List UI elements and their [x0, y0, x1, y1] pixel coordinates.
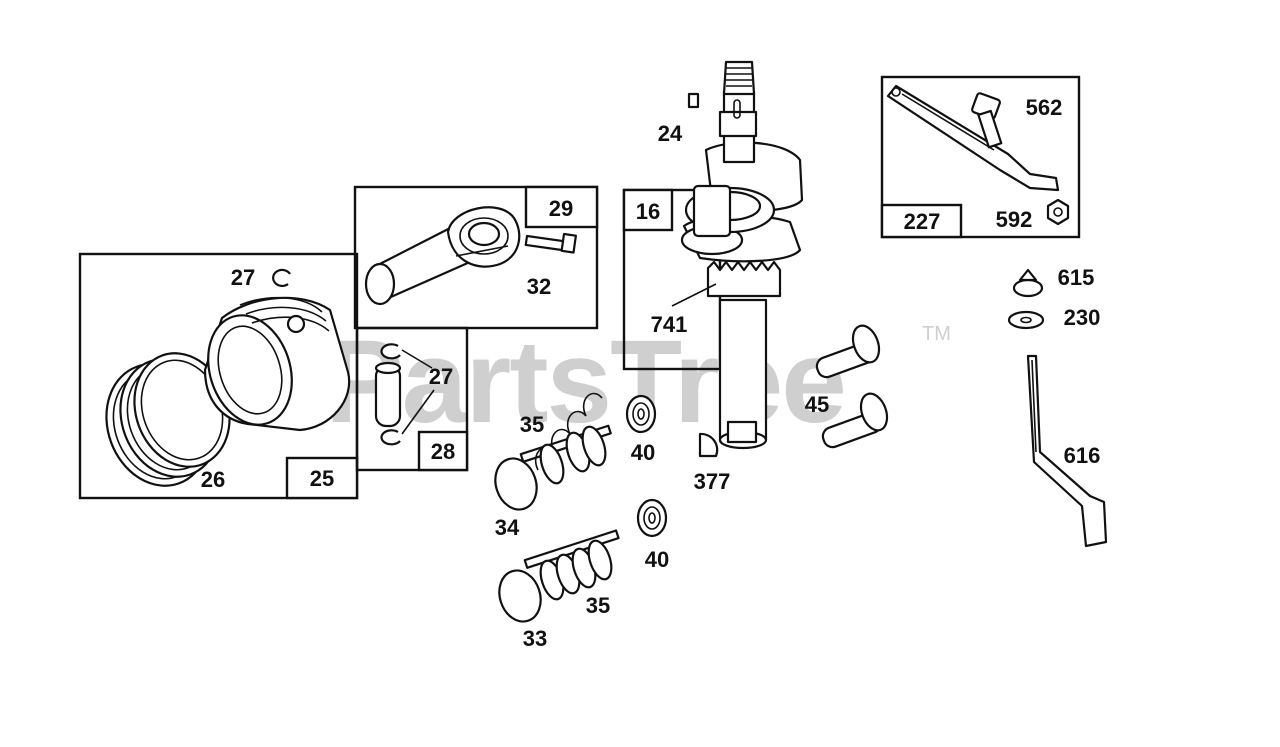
box-25-tag [285, 456, 359, 500]
box-227-label[interactable]: 227 [904, 209, 941, 234]
box-227-frame [880, 75, 1081, 239]
governor-lever-group[interactable]: 227 562 592 [880, 75, 1081, 239]
valve-spring-upper-part[interactable] [534, 392, 610, 486]
box-25-label[interactable]: 25 [310, 466, 334, 491]
piston-part[interactable] [195, 296, 351, 436]
callout-24[interactable]: 24 [658, 121, 683, 146]
lever-nut-part[interactable] [1046, 198, 1070, 226]
crankshaft-part[interactable] [680, 60, 804, 450]
snap-ring-part[interactable] [272, 268, 291, 287]
box-28-tag [417, 430, 469, 472]
callout-34[interactable]: 34 [495, 515, 520, 540]
pin-clip-upper-part[interactable] [380, 343, 401, 360]
tappet-lower-part[interactable] [820, 390, 891, 450]
box-29-tag [524, 185, 599, 229]
watermark-trademark: TM [922, 323, 951, 345]
pin-clip-lower-part[interactable] [380, 429, 401, 446]
callout-616[interactable]: 616 [1064, 443, 1101, 468]
callout-26[interactable]: 26 [201, 467, 225, 492]
callout-40-upper[interactable]: 40 [631, 440, 655, 465]
valve-spring-lower-part[interactable] [536, 538, 615, 602]
piston-pin-group[interactable]: 28 27 [355, 326, 469, 472]
callout-35-upper[interactable]: 35 [520, 412, 544, 437]
callout-741[interactable]: 741 [651, 312, 688, 337]
crankshaft-group[interactable]: 16 741 [622, 60, 804, 450]
callout-33[interactable]: 33 [523, 626, 547, 651]
governor-gear-part[interactable] [1012, 268, 1044, 298]
callout-27-top[interactable]: 27 [231, 265, 255, 290]
crank-key-part[interactable] [687, 92, 700, 109]
connecting-rod-group[interactable]: 29 32 [353, 185, 599, 330]
tappet-upper-part[interactable] [814, 322, 883, 380]
callout-562[interactable]: 562 [1026, 95, 1063, 120]
callout-27-pin[interactable]: 27 [429, 364, 453, 389]
callout-32[interactable]: 32 [527, 274, 551, 299]
washer-part[interactable] [1007, 310, 1045, 330]
box-16-label[interactable]: 16 [636, 199, 660, 224]
box-28-label[interactable]: 28 [431, 439, 455, 464]
leader-27-lower [401, 389, 435, 435]
box-227-tag [880, 203, 963, 239]
governor-lever-part[interactable] [886, 84, 1060, 192]
callout-615[interactable]: 615 [1058, 265, 1095, 290]
woodruff-key-part[interactable] [698, 432, 719, 458]
leader-27-upper [401, 349, 433, 369]
spring-retainer-lower-part[interactable] [636, 498, 668, 538]
box-16-tag [622, 188, 674, 232]
spring-retainer-upper-part[interactable] [625, 394, 657, 434]
governor-shaft-part[interactable] [1026, 354, 1108, 548]
box-29-label[interactable]: 29 [549, 196, 573, 221]
lever-bolt-part[interactable] [971, 92, 1003, 149]
callout-377[interactable]: 377 [694, 469, 731, 494]
callout-35-lower[interactable]: 35 [586, 593, 610, 618]
callout-40-lower[interactable]: 40 [645, 547, 669, 572]
connecting-rod-part[interactable] [364, 206, 521, 306]
callout-592[interactable]: 592 [996, 207, 1033, 232]
box-29-frame [353, 185, 599, 330]
callout-45[interactable]: 45 [805, 392, 829, 417]
piston-pin-part[interactable] [374, 361, 402, 428]
callout-230[interactable]: 230 [1064, 305, 1101, 330]
rod-bolt-part[interactable] [524, 232, 577, 254]
leader-741 [671, 283, 717, 307]
piston-assembly-group[interactable]: 25 27 26 [78, 252, 359, 500]
